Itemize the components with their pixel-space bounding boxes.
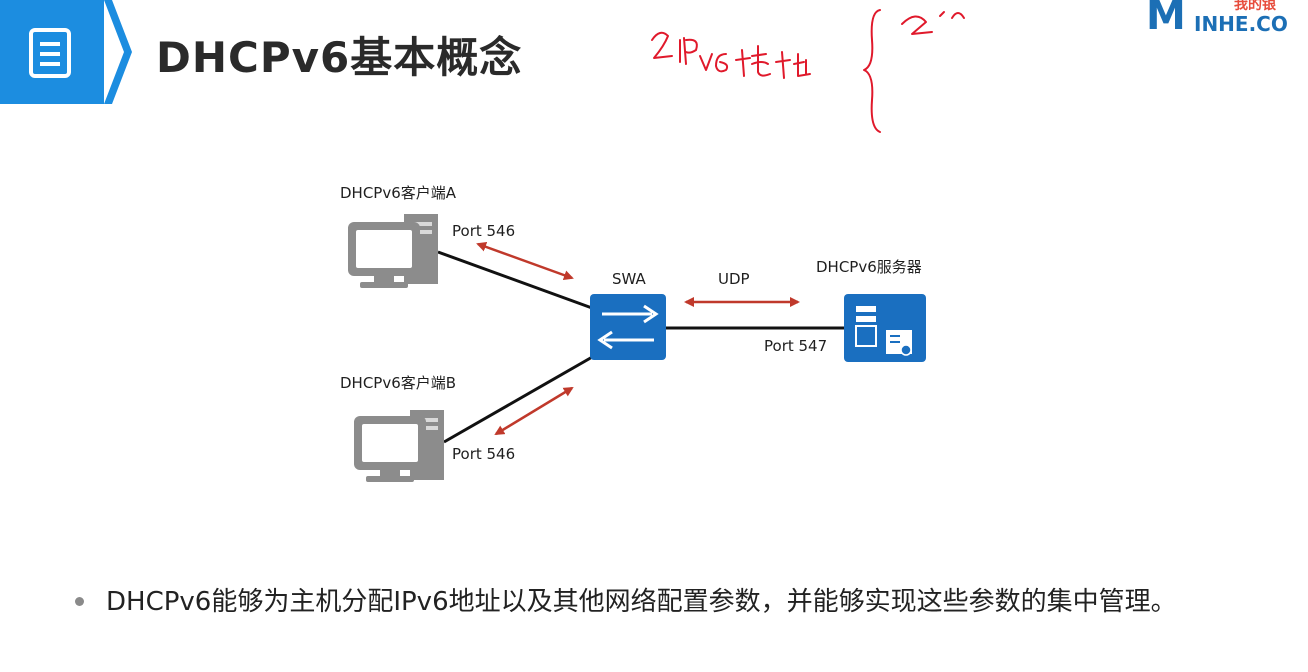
client-b-label: DHCPv6客户端B bbox=[340, 374, 457, 392]
header-icon-block bbox=[0, 0, 104, 104]
client-b-port-label: Port 546 bbox=[452, 445, 516, 463]
network-diagram: DHCPv6客户端A Port 546 DHCPv6客户端B Port 546 … bbox=[320, 160, 960, 500]
client-a-port-label: Port 546 bbox=[452, 222, 516, 240]
logo-text: INHE.CO bbox=[1194, 12, 1288, 36]
computer-icon bbox=[348, 214, 438, 288]
diagram-canvas bbox=[348, 214, 926, 482]
logo-mark: M bbox=[1146, 0, 1186, 39]
handwritten-note bbox=[651, 9, 965, 133]
protocol-label: UDP bbox=[718, 270, 750, 288]
server-icon bbox=[844, 294, 926, 362]
logo: M 我的银 INHE.CO bbox=[1146, 0, 1308, 40]
server-port-label: Port 547 bbox=[764, 337, 828, 355]
arrow-client-b bbox=[494, 386, 574, 436]
switch-label: SWA bbox=[612, 270, 646, 288]
arrow-client-a bbox=[476, 242, 574, 280]
document-list-icon bbox=[29, 28, 71, 78]
client-a-label: DHCPv6客户端A bbox=[340, 184, 457, 202]
header-chevron bbox=[104, 0, 132, 104]
link-client-b-switch bbox=[443, 354, 595, 444]
link-client-a-switch bbox=[437, 250, 593, 310]
server-label: DHCPv6服务器 bbox=[816, 258, 922, 276]
logo-top-text: 我的银 bbox=[1234, 0, 1276, 13]
computer-icon bbox=[354, 410, 444, 482]
bullet-dot bbox=[75, 597, 84, 606]
bullet-text: DHCPv6能够为主机分配IPv6地址以及其他网络配置参数，并能够实现这些参数的… bbox=[106, 587, 1177, 617]
header-bar: DHCPv6基本概念 bbox=[0, 0, 1308, 110]
page-title: DHCPv6基本概念 bbox=[156, 33, 523, 82]
switch-icon bbox=[590, 294, 666, 360]
